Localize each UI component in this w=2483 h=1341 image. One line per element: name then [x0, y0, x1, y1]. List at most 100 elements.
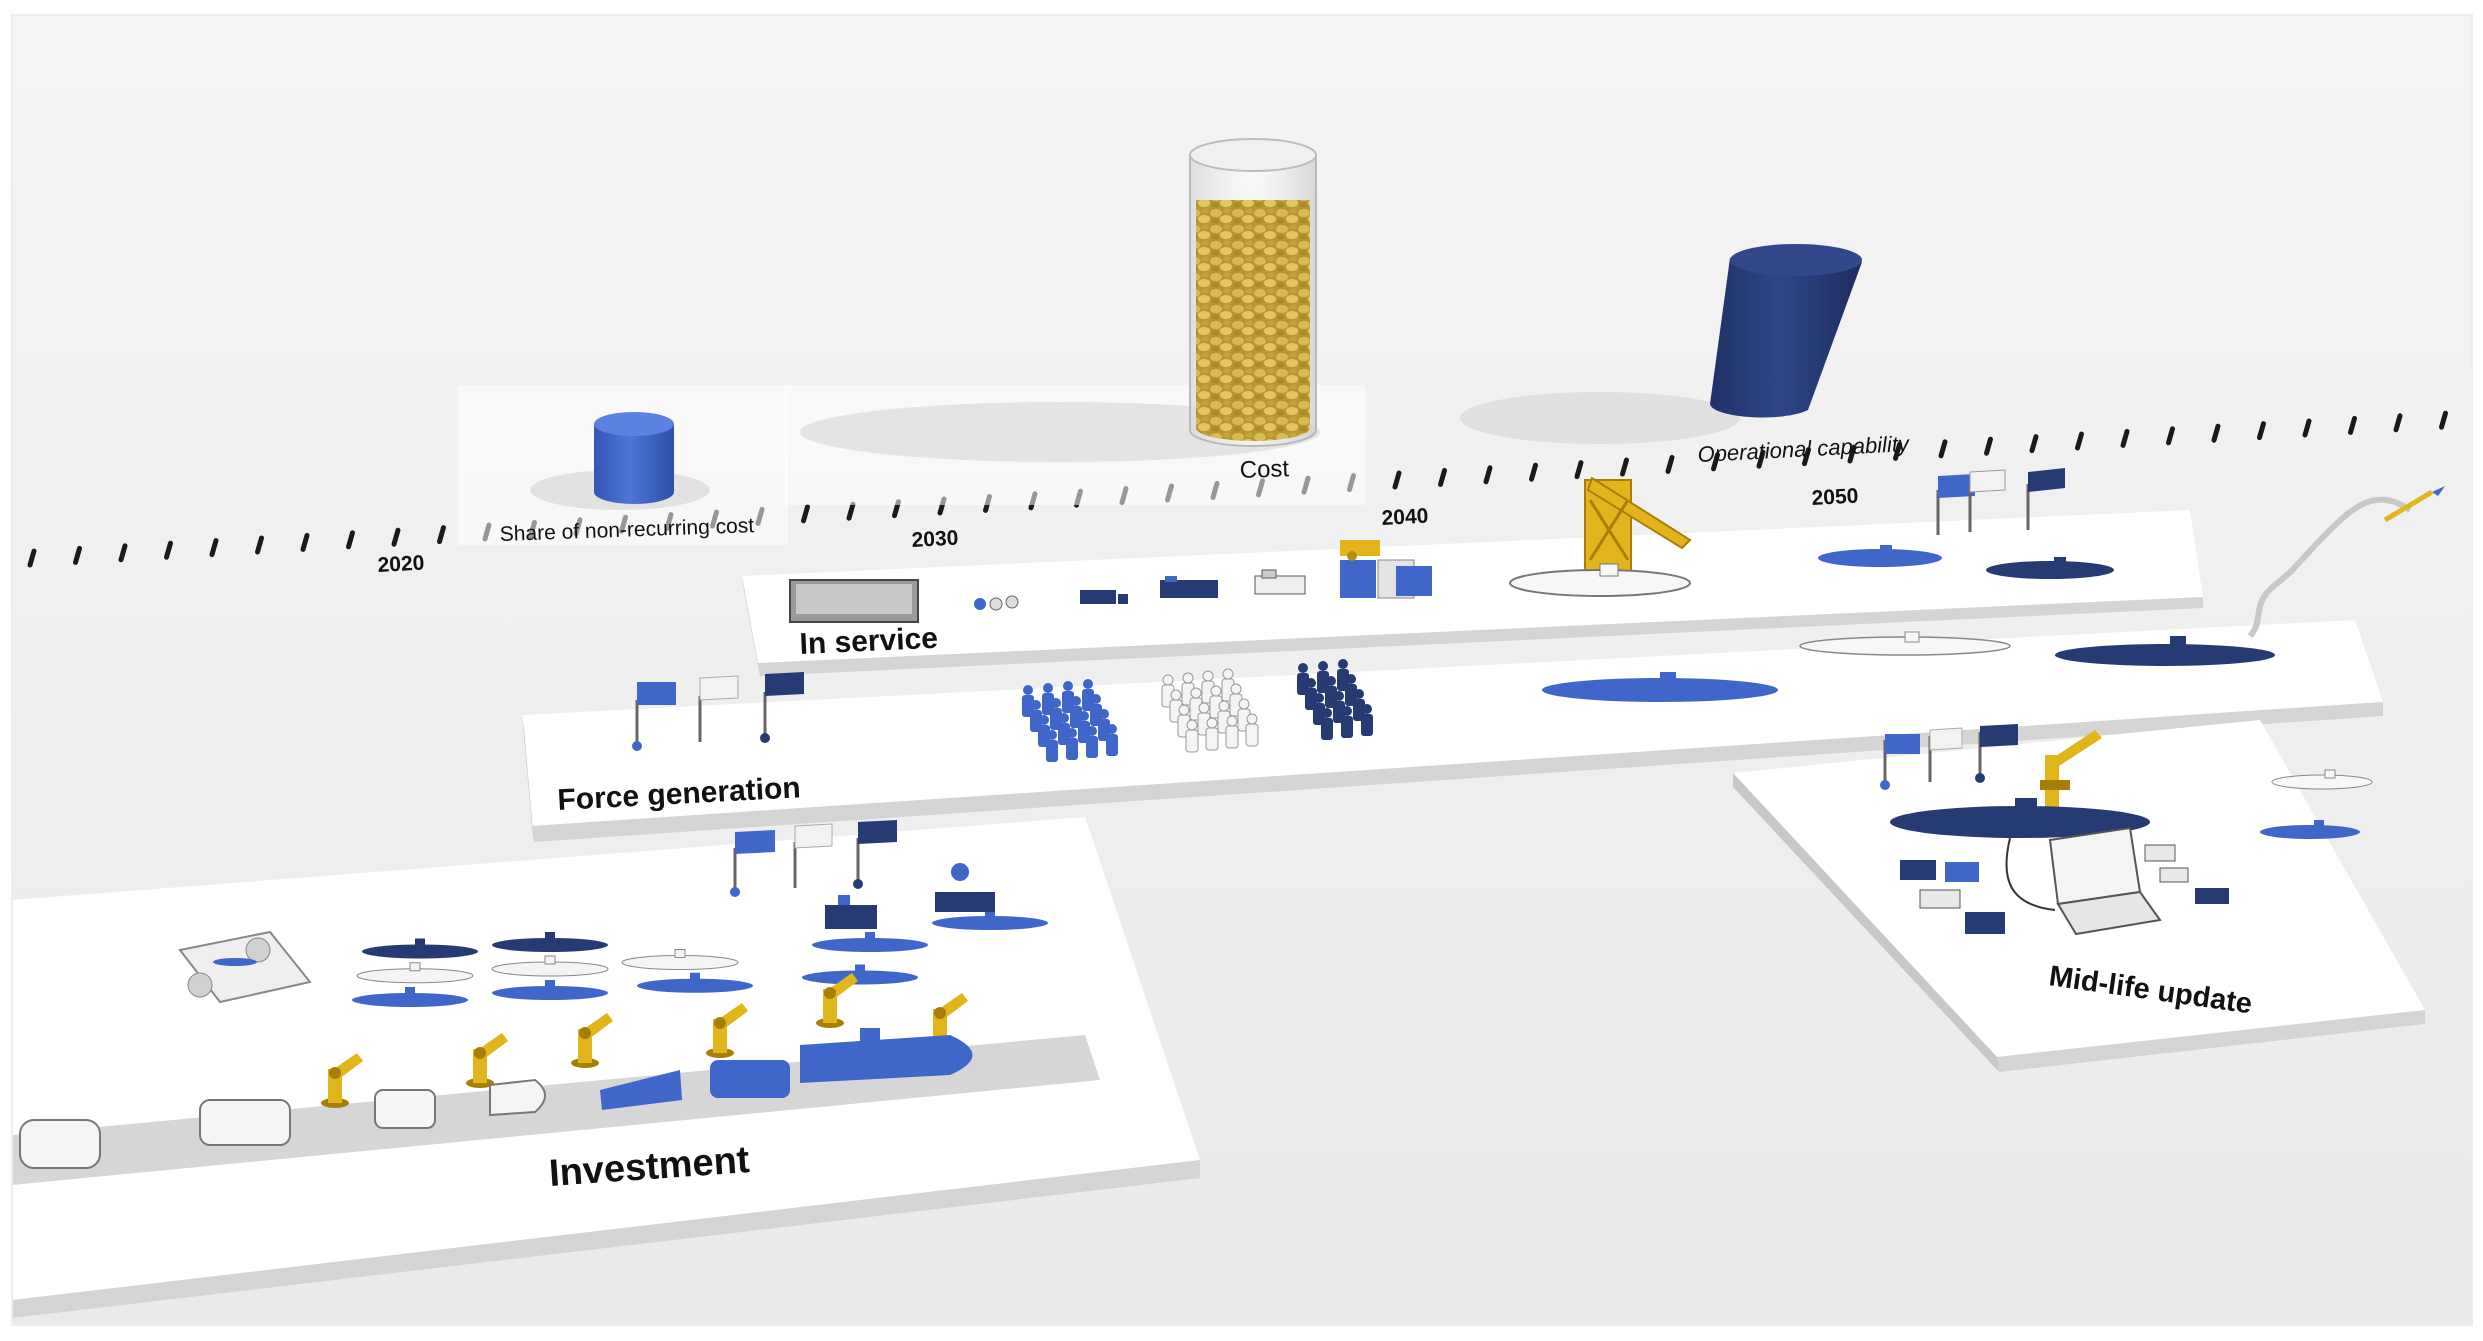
person-figure	[1206, 717, 1218, 729]
robot-arm	[706, 1003, 748, 1058]
timeline-tick	[1938, 439, 1948, 459]
submarine-model	[491, 955, 609, 977]
force-generation-flags	[632, 672, 804, 751]
timeline-tick	[2166, 426, 2175, 446]
submarine-hull	[637, 978, 753, 993]
person-figure	[1083, 679, 1093, 689]
force-generation-platform: Force generation	[522, 486, 2445, 842]
timeline-tick	[1893, 441, 1902, 461]
submarine-sail	[415, 938, 425, 947]
investment-platform: Investment	[12, 817, 1200, 1318]
person-figure	[1039, 715, 1049, 725]
timeline-tick	[27, 548, 37, 568]
timeline-tick	[1984, 436, 1993, 456]
timeline-tick	[2348, 415, 2357, 435]
person-figure	[1106, 734, 1118, 756]
timeline-tick	[1529, 462, 1538, 482]
robot-joint	[329, 1067, 341, 1079]
person-figure	[1318, 661, 1328, 671]
person-figure	[1306, 678, 1316, 688]
person-figure	[1225, 725, 1239, 749]
person-figure	[1298, 663, 1308, 673]
person-figure	[1245, 723, 1259, 747]
person-figure	[1051, 698, 1061, 708]
timeline-tick	[1665, 454, 1675, 474]
investment-flags	[730, 820, 897, 897]
share-cylinder-top	[594, 412, 674, 436]
investment-machinery	[825, 863, 995, 929]
person-figure	[1059, 713, 1069, 723]
person-figure	[1043, 683, 1053, 693]
person-figure	[1341, 716, 1353, 738]
timeline-tick	[1483, 465, 1493, 485]
submarine-blue-offshore	[2260, 820, 2360, 839]
submarine-model	[362, 938, 478, 959]
submarine-model	[932, 910, 1048, 930]
person-figure	[1162, 674, 1174, 686]
personnel-white	[1161, 668, 1259, 753]
person-figure	[1067, 728, 1077, 738]
timeline-tick	[2439, 410, 2448, 430]
timeline-tick	[255, 535, 264, 555]
submarine-hull	[802, 970, 918, 985]
person-figure	[1170, 689, 1182, 701]
robot-joint	[714, 1017, 726, 1029]
person-figure	[1182, 672, 1194, 684]
submarine-blue-force	[1542, 672, 1778, 702]
mid-life-update-platform: Mid-life update	[1733, 720, 2425, 1072]
timeline-tick	[846, 501, 856, 521]
robot-joint	[579, 1027, 591, 1039]
timeline-tick	[1847, 444, 1857, 464]
submarine-sail	[545, 980, 555, 988]
person-figure	[1342, 706, 1352, 716]
person-figure	[1087, 726, 1097, 736]
drydock-crane	[1584, 476, 1692, 591]
person-figure	[1205, 727, 1219, 751]
person-figure	[1362, 704, 1372, 714]
timeline-tick	[2302, 418, 2312, 438]
share-cylinder	[594, 424, 674, 504]
share-non-recurring-indicator: Share of non-recurring cost	[458, 385, 788, 546]
equipment-group	[974, 540, 1432, 611]
timeline-tick	[300, 532, 310, 552]
timeline-tick	[2393, 413, 2403, 433]
timeline-tick	[1711, 452, 1720, 472]
person-figure	[1079, 711, 1089, 721]
person-figure	[1218, 700, 1230, 712]
person-figure	[1031, 700, 1041, 710]
person-figure	[1198, 702, 1210, 714]
person-figure	[1023, 685, 1033, 695]
robot-arm	[816, 973, 858, 1028]
submarine-model	[621, 949, 739, 970]
person-figure	[1202, 670, 1214, 682]
timeline-tick	[2211, 423, 2221, 443]
person-figure	[1210, 685, 1222, 697]
submarine-hull	[492, 938, 608, 952]
timeline-tick	[2257, 421, 2266, 441]
person-figure	[1321, 718, 1333, 740]
person-figure	[1178, 704, 1190, 716]
timeline-tick	[118, 543, 128, 563]
cost-coins	[1196, 200, 1310, 441]
robot-arm	[466, 1033, 508, 1088]
person-figure	[1230, 683, 1242, 695]
timeline-tick	[1620, 457, 1629, 477]
submarine-hull	[932, 916, 1048, 930]
submarine-navy-force	[2055, 636, 2275, 666]
submarine-sail	[544, 955, 556, 965]
design-desk	[178, 930, 312, 1004]
missile-launch	[2247, 486, 2445, 639]
submarine-hull	[352, 993, 468, 1007]
cost-label: Cost	[1239, 455, 1290, 484]
personnel-groups	[1022, 659, 1373, 762]
robot-arm	[571, 1013, 613, 1068]
submarine-sail	[545, 932, 555, 940]
robot-joint	[824, 987, 836, 999]
in-service-flags	[1936, 468, 2065, 535]
cost-indicator: Cost	[785, 138, 1365, 505]
person-figure	[1047, 730, 1057, 740]
personnel-navy	[1297, 659, 1373, 740]
timeline-tick	[1438, 467, 1447, 487]
person-figure	[1338, 659, 1348, 669]
person-figure	[1086, 736, 1098, 758]
